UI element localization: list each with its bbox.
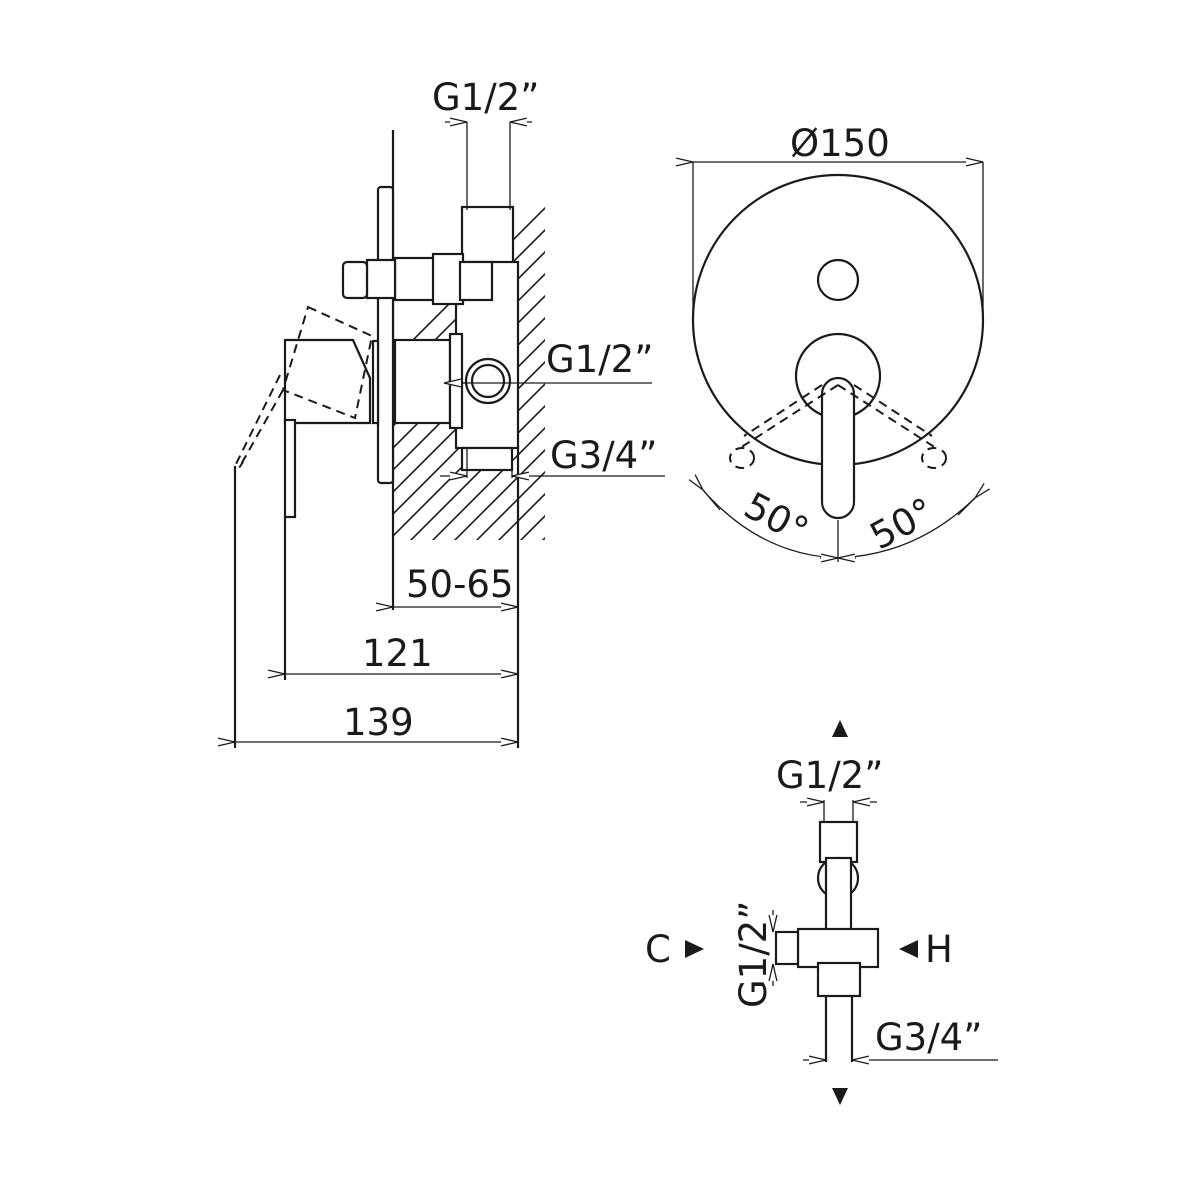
hatch-line xyxy=(941,120,1181,560)
hatch-line xyxy=(475,470,545,540)
dim-139-label: 139 xyxy=(343,701,414,744)
angle-right-label: 50° xyxy=(863,489,941,558)
side-bottom-connection-label: G3/4” xyxy=(550,434,657,477)
diameter-label: Ø150 xyxy=(790,122,890,165)
hatch-line xyxy=(393,316,545,472)
hot-label: H xyxy=(925,928,953,971)
bottom-top-connection-label: G1/2” xyxy=(776,754,883,797)
dim-50-65-label: 50-65 xyxy=(406,563,514,606)
handle-body xyxy=(283,338,372,425)
hatch-line xyxy=(743,120,1181,560)
side-middle-connection-label: G1/2” xyxy=(546,338,653,381)
diverter-knob-circle xyxy=(816,258,860,302)
hatch-line xyxy=(831,120,1181,560)
arrow-down-icon xyxy=(832,1088,848,1105)
hatch-line xyxy=(1007,120,1181,560)
hot-arrow-icon xyxy=(899,940,918,958)
bottom-outlet-fitting xyxy=(816,961,862,998)
hatch-line xyxy=(1029,120,1181,560)
hatch-line xyxy=(985,120,1181,560)
hatch-line xyxy=(963,120,1181,560)
inlet-circle xyxy=(464,357,512,405)
side-top-connection-label: G1/2” xyxy=(432,76,539,119)
dim-121-label: 121 xyxy=(362,632,433,675)
cover-plate xyxy=(376,185,395,485)
arrow-up-icon xyxy=(832,720,848,737)
handle-rotated-outline xyxy=(281,305,374,420)
bottom-bottom-connection-label: G3/4” xyxy=(875,1016,982,1059)
hatch-line xyxy=(589,120,1029,560)
diverter-knob xyxy=(341,260,369,300)
hatch-line xyxy=(393,338,545,494)
hatch-line xyxy=(393,382,545,538)
hatch-line xyxy=(431,426,545,540)
side-view: G1/2” G1/2” G3/4” 50-65 121 139 xyxy=(193,76,1181,748)
handle-lever xyxy=(283,418,297,519)
hatch-line xyxy=(919,120,1181,560)
cold-label: C xyxy=(645,928,671,971)
hatch-line xyxy=(721,120,1161,560)
hatch-line xyxy=(853,120,1181,560)
bottom-view: G1/2” G3/4” G1/2” C H xyxy=(645,720,998,1105)
angle-left-label: 50° xyxy=(737,484,815,553)
handle-lever-front xyxy=(820,376,856,520)
hatch-line xyxy=(1051,120,1181,560)
hatch-line xyxy=(409,404,545,540)
bottom-side-connection-label: G1/2” xyxy=(732,901,775,1008)
hatch-line xyxy=(677,120,1117,560)
cold-arrow-icon xyxy=(685,940,704,958)
top-outlet xyxy=(460,205,515,269)
diverter-spindle xyxy=(365,258,397,300)
hatch-line xyxy=(897,120,1181,560)
front-view: Ø150 50° 50° xyxy=(693,122,983,562)
mixer-body xyxy=(796,927,880,969)
hatch-line xyxy=(393,360,545,516)
top-outlet-fitting xyxy=(818,820,859,864)
hatch-line xyxy=(453,448,545,540)
hatch-line xyxy=(655,120,1095,560)
hatch-line xyxy=(809,120,1181,560)
